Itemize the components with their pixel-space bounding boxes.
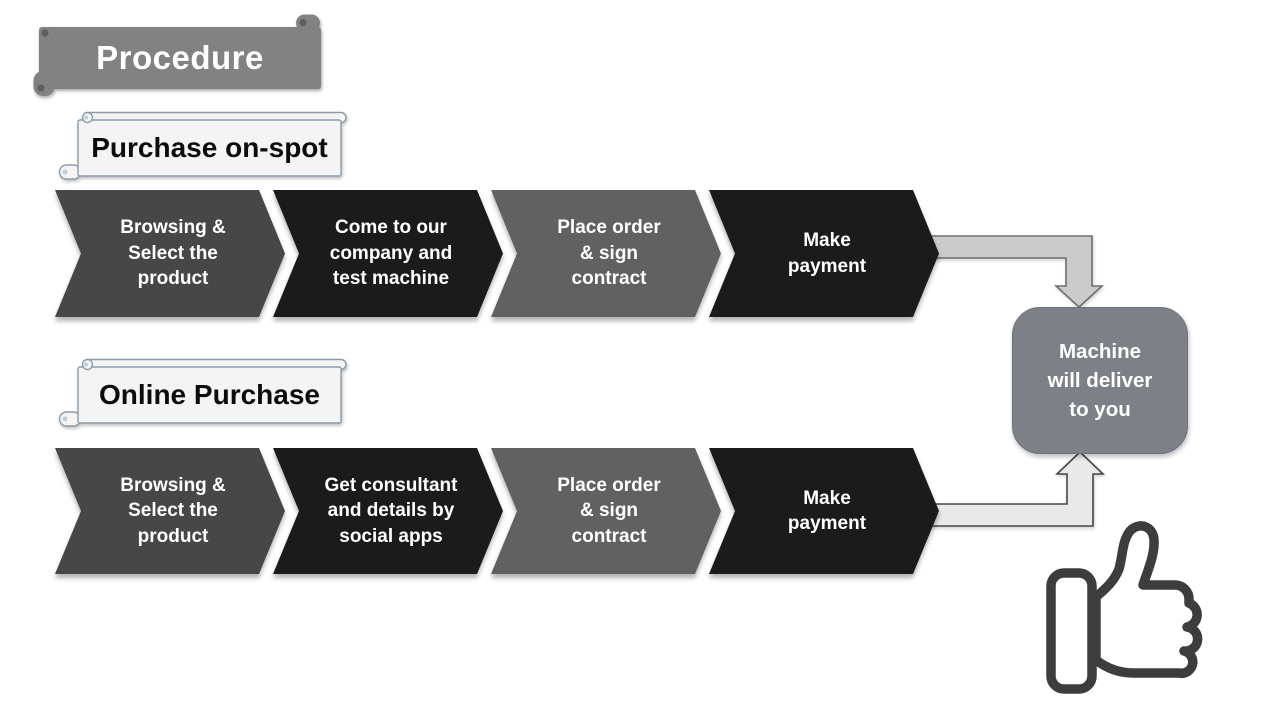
step-chevron-company-test: Come to our company and test machine <box>273 190 503 317</box>
step-text: Make payment <box>787 487 867 534</box>
flow-label: Online Purchase <box>99 379 320 410</box>
step-chevron-place-order: Place order & sign contract <box>491 190 721 317</box>
step-chevron-make-payment-2: Make payment <box>709 448 939 574</box>
step-chevron-make-payment: Make payment <box>709 190 939 317</box>
step-text: Come to our company and test machine <box>329 217 453 290</box>
flow-label: Purchase on-spot <box>91 132 328 163</box>
flow-steps-onspot: Browsing & Select the product Come to ou… <box>0 190 1280 317</box>
step-text: Browsing & Select the product <box>120 217 226 290</box>
scroll-shape <box>58 358 347 427</box>
page-title: Procedure <box>96 39 264 76</box>
flow-label-purchase-onspot: Purchase on-spot <box>56 110 348 184</box>
delivery-result-text: Machine will deliver to you <box>1047 340 1153 421</box>
scroll-ribbon-shape <box>33 14 321 96</box>
delivery-result-box: Machine will deliver to you <box>1012 307 1188 454</box>
step-chevron-place-order-2: Place order & sign contract <box>491 448 721 574</box>
elbow-arrow-up-icon <box>931 450 1105 527</box>
scroll-shape <box>58 111 347 180</box>
procedure-banner: Procedure <box>33 13 323 98</box>
flow-steps-online: Browsing & Select the product Get consul… <box>0 448 1280 574</box>
step-text: Place order & sign contract <box>557 217 661 290</box>
elbow-arrow-down-icon <box>929 235 1105 309</box>
step-text: Get consultant and details by social app… <box>324 474 458 547</box>
step-text: Browsing & Select the product <box>120 474 226 547</box>
step-text: Make payment <box>787 230 867 277</box>
flow-label-online-purchase: Online Purchase <box>56 357 348 431</box>
step-chevron-consultant: Get consultant and details by social app… <box>273 448 503 574</box>
step-chevron-browsing-2: Browsing & Select the product <box>55 448 285 574</box>
step-chevron-browsing: Browsing & Select the product <box>55 190 285 317</box>
step-text: Place order & sign contract <box>557 474 661 547</box>
thumbs-up-icon <box>1046 521 1203 694</box>
